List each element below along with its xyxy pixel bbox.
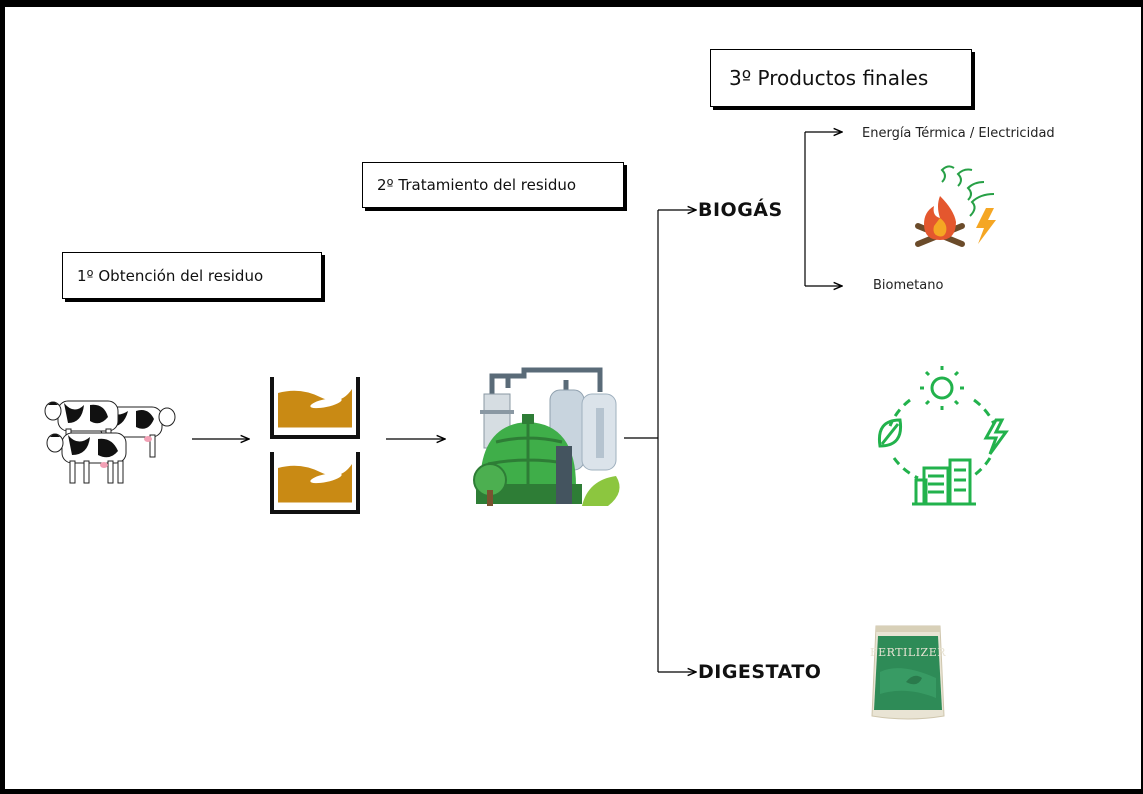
- manure-tank-icon-2: [270, 452, 360, 514]
- fire-energy-icon: [915, 165, 996, 247]
- biogas-plant-icon: [473, 367, 620, 506]
- fertilizer-bag-icon: FERTILIZER: [870, 625, 946, 720]
- stage-2-box: 2º Tratamiento del residuo: [362, 162, 624, 208]
- biogas-label: BIOGÁS: [698, 199, 783, 221]
- stage-3-box: 3º Productos finales: [710, 49, 972, 107]
- stage-2-label: 2º Tratamiento del residuo: [377, 176, 577, 194]
- stage-1-box: 1º Obtención del residuo: [62, 252, 322, 299]
- fertilizer-bag-text: FERTILIZER: [870, 646, 946, 659]
- stage-3-label: 3º Productos finales: [729, 66, 929, 90]
- manure-tank-icon: [270, 377, 360, 439]
- renewable-cycle-icon: [877, 366, 1009, 506]
- biomethane-label: Biometano: [873, 278, 944, 293]
- digestato-label: DIGESTATO: [698, 661, 822, 683]
- stage-1-label: 1º Obtención del residuo: [77, 266, 264, 285]
- cows-icon: [44, 400, 176, 484]
- thermal-electricity-label: Energía Térmica / Electricidad: [862, 126, 1055, 141]
